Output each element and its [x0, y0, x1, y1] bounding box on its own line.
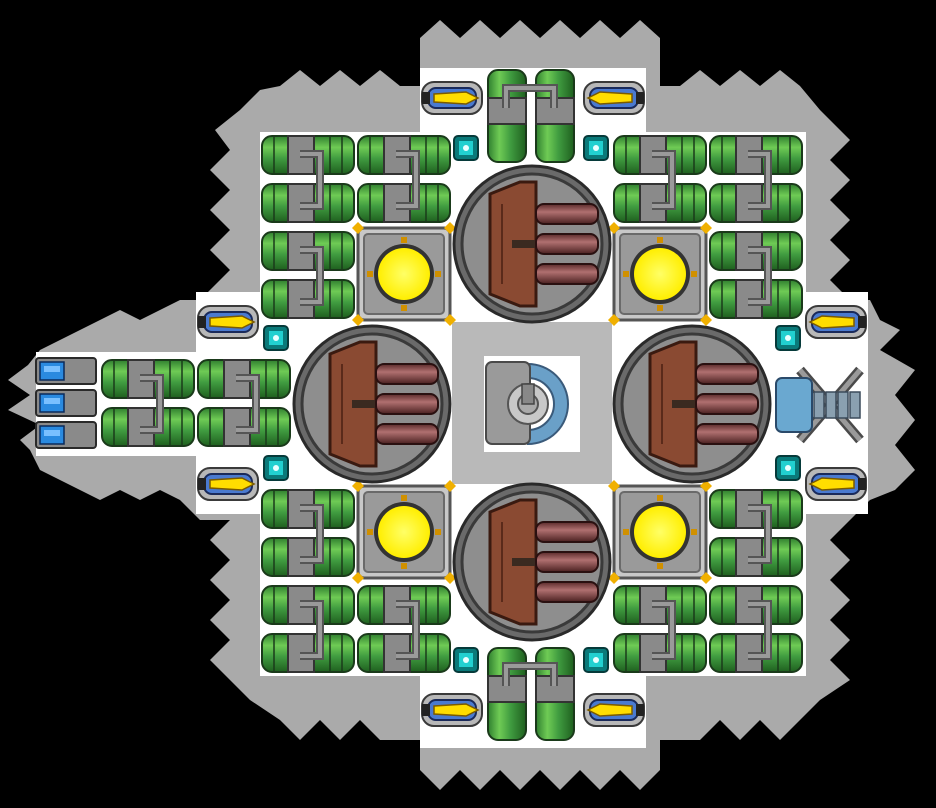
sensor-node[interactable] — [263, 455, 289, 481]
fuel-tank-cluster[interactable] — [709, 585, 803, 673]
sensor-node[interactable] — [263, 325, 289, 351]
maneuver-thruster[interactable] — [197, 467, 259, 501]
fuel-tank-cluster[interactable] — [261, 489, 355, 577]
ion-engine[interactable] — [35, 357, 97, 385]
maneuver-thruster[interactable] — [197, 305, 259, 339]
reactor[interactable] — [352, 480, 456, 584]
sensor-node[interactable] — [775, 325, 801, 351]
heavy-cannon-turret[interactable] — [292, 324, 452, 484]
ion-engine[interactable] — [35, 389, 97, 417]
heavy-cannon-turret[interactable] — [452, 482, 612, 642]
maneuver-thruster[interactable] — [805, 305, 867, 339]
fuel-tank-cluster[interactable] — [357, 135, 451, 223]
maneuver-thruster[interactable] — [421, 693, 483, 727]
heavy-cannon-turret[interactable] — [452, 164, 612, 324]
sensor-node[interactable] — [453, 135, 479, 161]
fuel-tank-cluster[interactable] — [487, 647, 575, 741]
fuel-tank-cluster[interactable] — [357, 585, 451, 673]
fuel-tank-cluster[interactable] — [197, 359, 291, 447]
fuel-tank-cluster[interactable] — [613, 135, 707, 223]
command-core[interactable] — [452, 322, 612, 484]
reactor[interactable] — [608, 222, 712, 326]
sensor-node[interactable] — [583, 135, 609, 161]
maneuver-thruster[interactable] — [421, 81, 483, 115]
fuel-tank-cluster[interactable] — [101, 359, 195, 447]
fuel-tank-cluster[interactable] — [709, 489, 803, 577]
heavy-cannon-turret[interactable] — [612, 324, 772, 484]
sensor-node[interactable] — [453, 647, 479, 673]
fuel-tank-cluster[interactable] — [261, 231, 355, 319]
reactor[interactable] — [608, 480, 712, 584]
fuel-tank-cluster[interactable] — [709, 231, 803, 319]
reactor[interactable] — [352, 222, 456, 326]
fuel-tank-cluster[interactable] — [261, 135, 355, 223]
antenna-array[interactable] — [775, 366, 864, 444]
fuel-tank-cluster[interactable] — [487, 69, 575, 163]
fuel-tank-cluster[interactable] — [709, 135, 803, 223]
sensor-node[interactable] — [583, 647, 609, 673]
maneuver-thruster[interactable] — [805, 467, 867, 501]
maneuver-thruster[interactable] — [583, 693, 645, 727]
ion-engine[interactable] — [35, 421, 97, 449]
sensor-node[interactable] — [775, 455, 801, 481]
fuel-tank-cluster[interactable] — [613, 585, 707, 673]
maneuver-thruster[interactable] — [583, 81, 645, 115]
fuel-tank-cluster[interactable] — [261, 585, 355, 673]
